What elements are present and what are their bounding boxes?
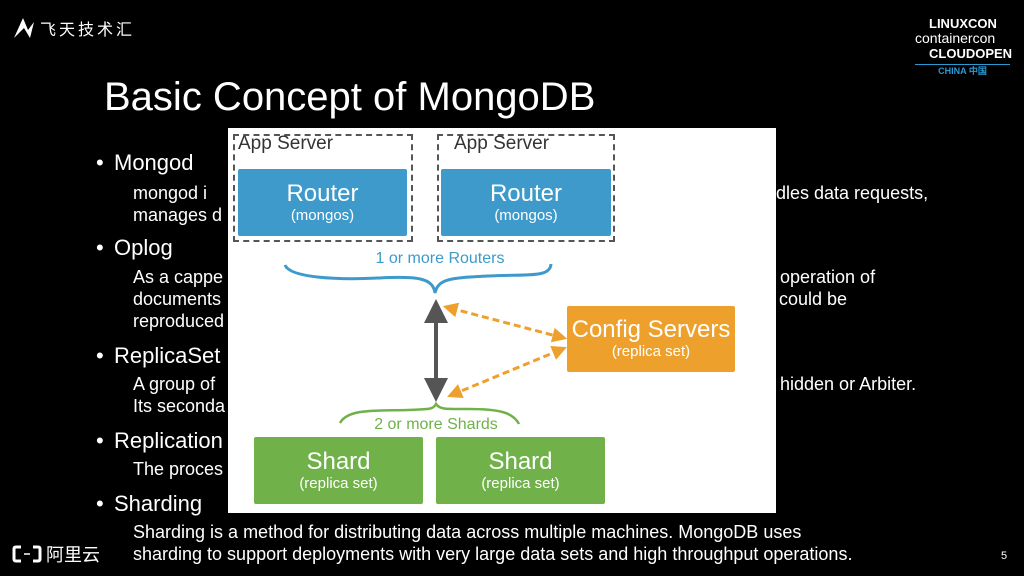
- heading-oplog: Oplog: [96, 235, 173, 261]
- body-text: The proces: [133, 459, 224, 479]
- shard-block: Shard (replica set): [254, 437, 423, 504]
- feitian-logo-icon: [14, 18, 34, 38]
- sharded-cluster-diagram: App Server Router (mongos) App Server Ro…: [228, 128, 776, 513]
- routers-note: 1 or more Routers: [375, 250, 505, 267]
- shard-title: Shard: [488, 447, 553, 475]
- body-text: operation of: [780, 267, 876, 287]
- aliyun-logo-icon: [12, 545, 42, 563]
- app-server-label: App Server: [238, 133, 334, 154]
- logo-linuxcon: LINUXCON: [929, 16, 997, 31]
- linuxcon-logo: LINUXCON containercon CLOUDOPEN CHINA 中国: [915, 16, 1013, 77]
- heading-replicaset: ReplicaSet: [96, 343, 220, 369]
- shard-title: Shard: [306, 447, 371, 475]
- body-text: mongod i: [133, 183, 208, 203]
- body-text: hidden or Arbiter.: [780, 374, 917, 394]
- router-title: Router: [489, 179, 563, 207]
- body-text: Its seconda: [133, 396, 226, 416]
- shard-subtitle: (replica set): [481, 474, 560, 492]
- heading-replication: Replication: [96, 428, 223, 454]
- shard-subtitle: (replica set): [299, 474, 378, 492]
- router-block: Router (mongos): [238, 169, 407, 236]
- feitian-logo-text: 飞天技术汇: [40, 22, 136, 39]
- body-text: A group of: [133, 374, 216, 394]
- heading-sharding: Sharding: [96, 491, 202, 517]
- config-servers-block: Config Servers (replica set): [567, 306, 735, 372]
- aliyun-logo: 阿里云: [12, 541, 100, 567]
- config-router-arrow: [442, 302, 568, 343]
- router-subtitle: (mongos): [494, 206, 558, 224]
- diagram-connectors: [283, 263, 568, 425]
- router-title: Router: [286, 179, 359, 207]
- body-text: could be: [779, 289, 848, 309]
- page-title: Basic Concept of MongoDB: [104, 75, 596, 119]
- body-text: manages d: [133, 205, 223, 225]
- router-block: Router (mongos): [441, 169, 611, 236]
- body-text: dles data requests,: [776, 183, 929, 203]
- app-server-box: [437, 134, 615, 242]
- app-server-label: App Server: [454, 133, 550, 154]
- logo-china: CHINA 中国: [915, 64, 1010, 77]
- shards-brace: [338, 401, 521, 425]
- logo-cloudopen: CLOUDOPEN: [929, 46, 1013, 61]
- logo-containercon: containercon: [915, 30, 996, 46]
- aliyun-logo-text: 阿里云: [46, 545, 100, 565]
- config-shard-arrow: [447, 345, 567, 399]
- config-title: Config Servers: [571, 316, 731, 343]
- config-subtitle: (replica set): [611, 343, 691, 360]
- body-text: documents: [133, 289, 222, 309]
- routers-brace: [283, 263, 553, 294]
- body-text: Sharding is a method for distributing da…: [133, 522, 802, 542]
- body-text: As a cappe: [133, 267, 224, 287]
- body-text: reproduced: [133, 311, 225, 331]
- shards-note: 2 or more Shards: [374, 416, 498, 433]
- heading-mongod: Mongod: [96, 150, 193, 176]
- router-subtitle: (mongos): [290, 206, 355, 224]
- page-number: 5: [1001, 550, 1008, 562]
- body-text: sharding to support deployments with ver…: [133, 544, 853, 564]
- shard-block: Shard (replica set): [436, 437, 605, 504]
- feitian-logo: 飞天技术汇: [12, 16, 135, 40]
- app-server-box: [233, 134, 413, 242]
